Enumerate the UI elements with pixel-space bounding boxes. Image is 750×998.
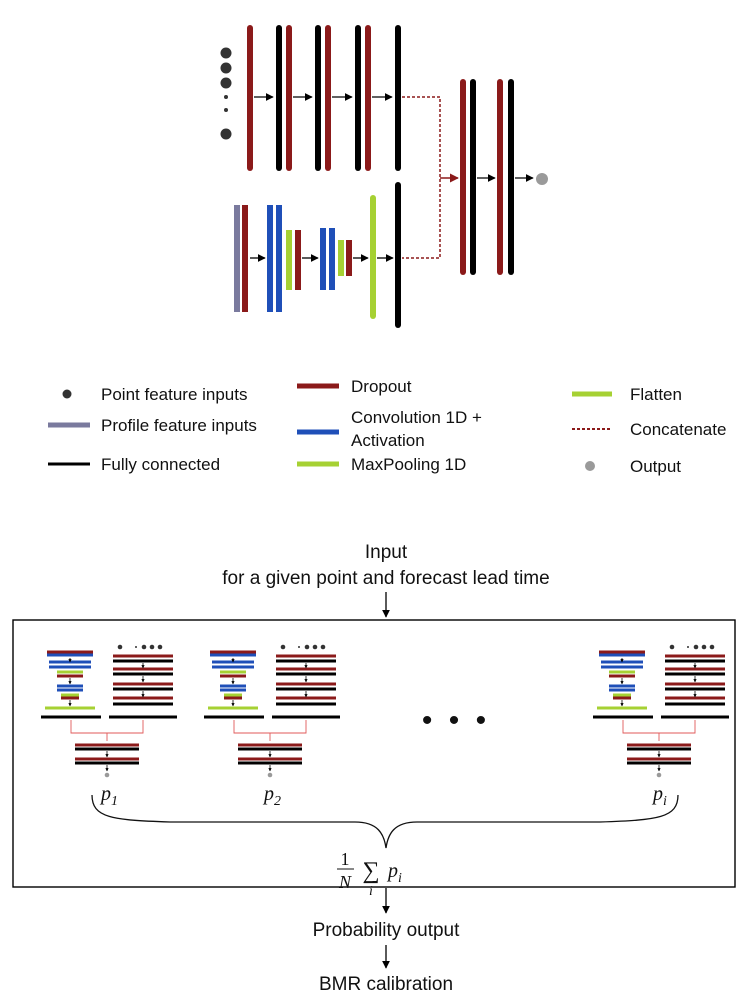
legend-dropout-label: Dropout: [351, 377, 412, 396]
legend: Point feature inputs Profile feature inp…: [48, 377, 726, 476]
mini-output-node: [267, 772, 273, 778]
point-branch: [247, 25, 401, 171]
probability-output-label: Probability output: [313, 920, 461, 941]
mini-point-input: [304, 644, 310, 650]
point-input-dot: [220, 77, 232, 89]
mini-output-node: [656, 772, 662, 778]
mini-concatenate-link: [622, 720, 696, 734]
point-input-dot: [224, 108, 228, 112]
formula-index: i: [369, 884, 373, 899]
mini-point-input: [312, 644, 318, 650]
ensemble-member: p1: [41, 644, 177, 809]
point-input-dot: [220, 128, 232, 140]
legend-point-label: Point feature inputs: [101, 385, 247, 404]
merged-branch: [460, 79, 514, 275]
point-input-dot: [224, 95, 228, 99]
point-inputs: [220, 47, 232, 140]
member-label-symbol: p: [262, 783, 274, 805]
mini-point-input: [135, 646, 137, 648]
member-label: p2: [262, 783, 281, 809]
calibration-label: BMR calibration: [319, 974, 453, 995]
mini-point-input: [157, 644, 163, 650]
mini-output-node: [104, 772, 110, 778]
member-label-subscript: 2: [274, 794, 281, 809]
mini-point-input: [320, 644, 326, 650]
input-title: Input: [365, 542, 408, 563]
mini-point-input: [709, 644, 715, 650]
concatenate-line: [402, 96, 441, 259]
point-input-dot: [220, 62, 232, 74]
mini-concatenate-link: [70, 720, 144, 734]
mini-point-input: [669, 644, 675, 650]
ensemble-member: p2: [204, 644, 340, 809]
mean-formula: 1 N ∑ i pi: [337, 849, 402, 899]
formula-term-subscript: i: [398, 871, 402, 886]
profile-branch-tail: [370, 182, 401, 328]
member-label-symbol: p: [651, 783, 663, 805]
concatenate-link: [402, 96, 459, 259]
legend-flatten-label: Flatten: [630, 385, 682, 404]
profile-branch: [234, 205, 352, 312]
mini-point-input: [141, 644, 147, 650]
formula-numerator: 1: [341, 849, 350, 869]
member-label-subscript: i: [663, 794, 667, 809]
mini-point-input: [693, 644, 699, 650]
legend-convolution-label-line2: Activation: [351, 431, 425, 450]
architecture-diagram: [220, 25, 548, 328]
formula-term-symbol: p: [386, 860, 398, 882]
mini-point-input: [687, 646, 689, 648]
legend-output-icon: [585, 461, 595, 471]
mini-point-input: [701, 644, 707, 650]
member-label-symbol: p: [99, 783, 111, 805]
point-input-dot: [220, 47, 232, 59]
ensemble-box: [12, 619, 736, 888]
input-subtitle: for a given point and forecast lead time: [222, 568, 549, 589]
member-label-subscript: 1: [111, 794, 118, 809]
ensemble-member: pi: [593, 644, 729, 809]
member-label: p1: [99, 783, 118, 809]
legend-point-icon: [62, 389, 72, 399]
legend-fully-connected-label: Fully connected: [101, 455, 220, 474]
formula-sum: ∑: [362, 858, 379, 884]
member-label: pi: [651, 783, 667, 809]
mini-point-input: [280, 644, 286, 650]
legend-profile-label: Profile feature inputs: [101, 416, 257, 435]
sum-brace: [91, 794, 679, 849]
legend-concatenate-label: Concatenate: [630, 420, 726, 439]
mini-point-input: [298, 646, 300, 648]
legend-output-label: Output: [630, 457, 681, 476]
ellipsis: • • •: [422, 704, 490, 737]
legend-convolution-label-line1: Convolution 1D +: [351, 408, 482, 427]
formula-term: pi: [386, 860, 402, 886]
formula-denominator: N: [338, 872, 352, 892]
mini-concatenate-link: [233, 720, 307, 734]
mini-point-input: [117, 644, 123, 650]
legend-maxpooling-label: MaxPooling 1D: [351, 455, 466, 474]
ensemble-diagram: Input for a given point and forecast lea…: [12, 542, 736, 995]
mini-point-input: [149, 644, 155, 650]
output-node: [536, 173, 548, 185]
